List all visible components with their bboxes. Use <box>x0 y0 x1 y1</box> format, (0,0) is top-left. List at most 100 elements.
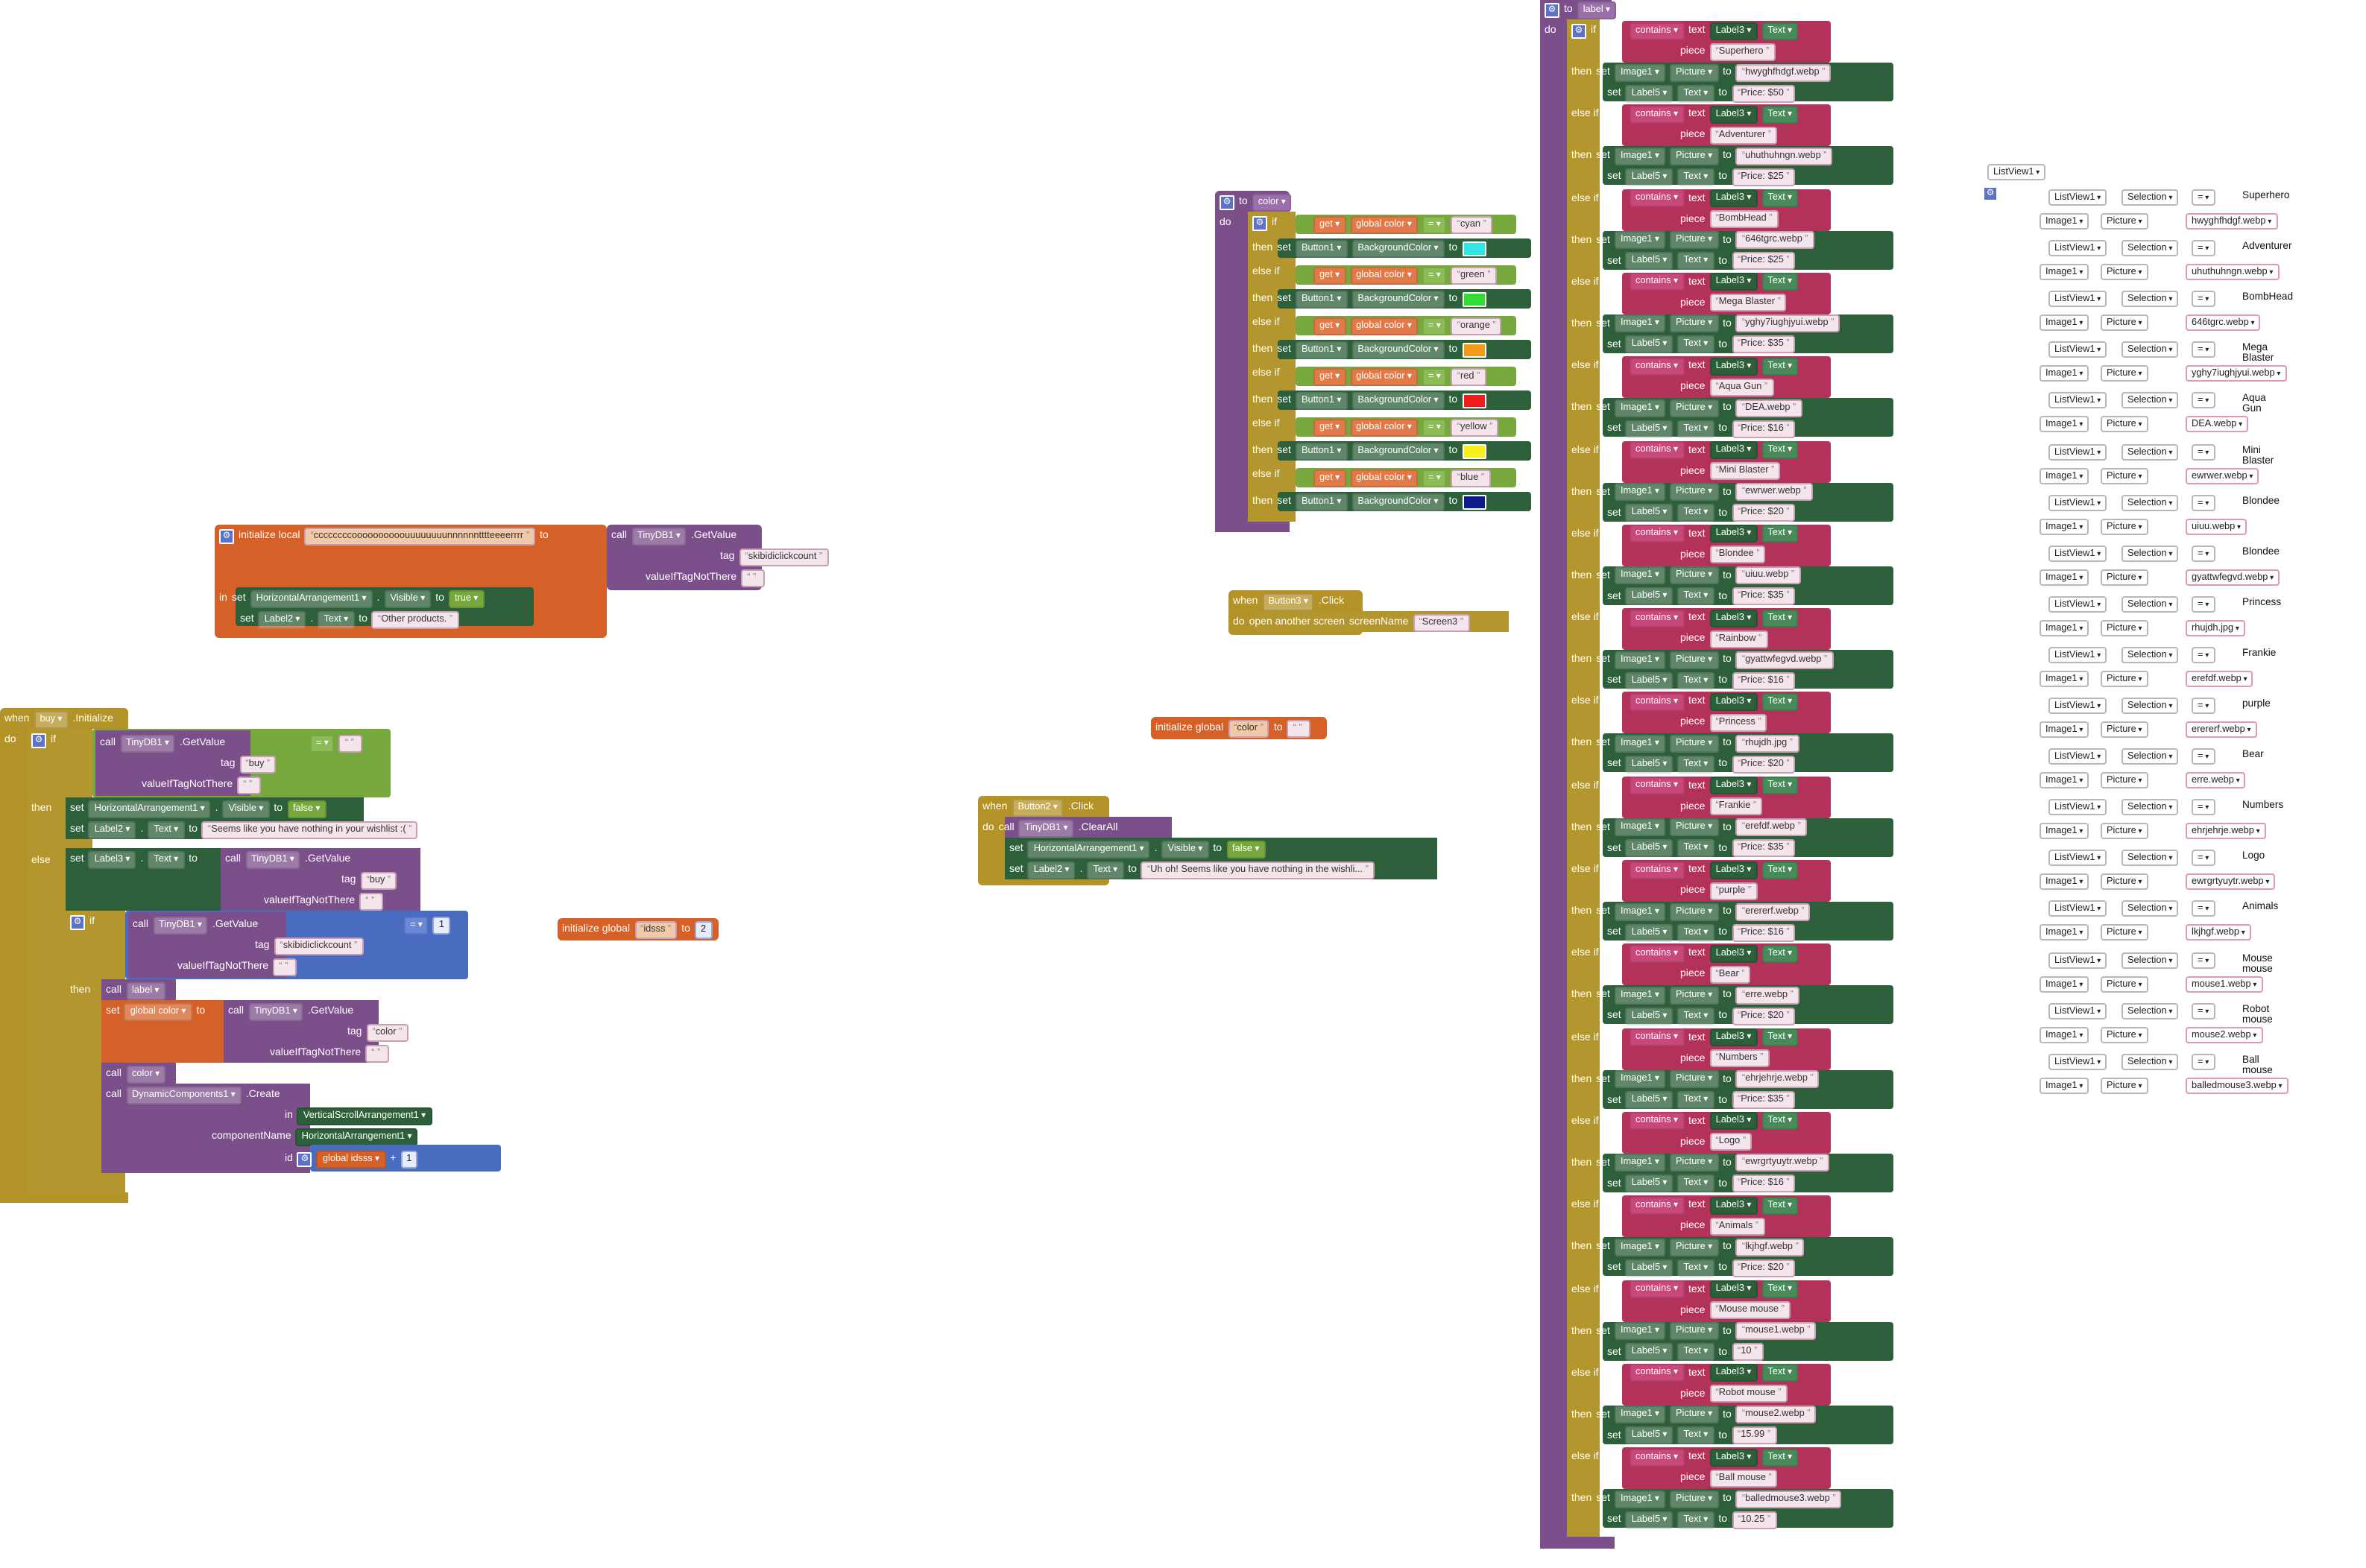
set-image-row[interactable]: thensetImage1Picturetoewrgrtyuytr.webp <box>1567 1154 1834 1173</box>
component-dropdown[interactable]: Image1 <box>1614 566 1665 585</box>
component-dropdown[interactable]: Image1 <box>1614 1322 1665 1340</box>
get-field[interactable]: get <box>1313 367 1346 385</box>
gear-icon[interactable]: ⚙ <box>1983 186 1998 201</box>
selection-dropdown[interactable]: Selection <box>2121 748 2179 765</box>
listview-dropdown[interactable]: ListView1 <box>2048 545 2107 562</box>
set-row[interactable]: thensetButton1BackgroundColorto <box>1248 289 1490 309</box>
product-name-string[interactable]: Frankie <box>1709 797 1763 816</box>
component-dropdown[interactable]: Image1 <box>1614 986 1665 1005</box>
set-price-row[interactable]: setLabel5TexttoPrice: $16 <box>1603 1175 1800 1194</box>
selection-dropdown[interactable]: Selection <box>2121 1002 2179 1019</box>
component-dropdown[interactable]: Label3 <box>1709 1364 1758 1382</box>
eq-dropdown[interactable]: = <box>1422 418 1447 436</box>
product-name-string[interactable]: Princess <box>1709 713 1767 732</box>
eq-dropdown[interactable]: = <box>2192 799 2215 816</box>
component-dropdown[interactable]: Label5 <box>1625 1007 1673 1025</box>
listview-dropdown[interactable]: ListView1 <box>2048 595 2107 613</box>
component-dropdown[interactable]: Image1 <box>1614 902 1665 920</box>
set-price-row[interactable]: setLabel5TexttoPrice: $20 <box>1603 1258 1800 1277</box>
property-dropdown[interactable]: Text <box>1761 1196 1799 1215</box>
image-file-string[interactable]: lkjhgf.webp <box>2186 924 2251 941</box>
selection-dropdown[interactable]: Selection <box>2121 189 2179 206</box>
component-dropdown[interactable]: Label5 <box>1625 84 1673 102</box>
compare-row[interactable]: getglobal color=red <box>1309 367 1490 386</box>
color-swatch[interactable] <box>1462 241 1486 256</box>
image-dropdown[interactable]: Image1 <box>2040 467 2089 484</box>
set-price-row[interactable]: setLabel5TexttoPrice: $35 <box>1603 587 1800 607</box>
property-dropdown[interactable]: Text <box>1761 525 1799 543</box>
set-price-row[interactable]: setLabel5TexttoPrice: $50 <box>1603 83 1800 103</box>
image-file-string[interactable]: mouse2.webp <box>2186 1026 2263 1043</box>
eq-dropdown[interactable]: = <box>1422 469 1447 487</box>
contains-row[interactable]: containstextLabel3Text <box>1625 273 1802 292</box>
property-dropdown[interactable]: Text <box>1761 357 1799 376</box>
component-dropdown[interactable]: Label3 <box>1709 105 1758 124</box>
set-price-row[interactable]: setLabel5TexttoPrice: $35 <box>1603 1090 1800 1110</box>
contains-row[interactable]: containstextLabel3Text <box>1625 440 1802 460</box>
picture-dropdown[interactable]: Picture <box>2101 569 2148 586</box>
picture-dropdown[interactable]: Picture <box>2101 670 2148 687</box>
component-dropdown[interactable]: Label3 <box>1709 1280 1758 1298</box>
gear-icon[interactable]: ⚙ <box>1252 215 1267 230</box>
piece-row[interactable]: pieceRainbow <box>1676 629 1772 648</box>
color-swatch[interactable] <box>1462 393 1486 408</box>
product-name-string[interactable]: Ball mouse <box>1709 1469 1778 1488</box>
price-string[interactable]: 15.99 <box>1732 1426 1777 1445</box>
property-dropdown[interactable]: BackgroundColor <box>1351 239 1445 257</box>
contains-row[interactable]: containstextLabel3Text <box>1625 105 1802 124</box>
listview-dropdown[interactable]: ListView1 <box>2048 748 2107 765</box>
image-file-string[interactable]: hwyghfhdgf.webp <box>1735 63 1832 81</box>
selection-dropdown[interactable]: Selection <box>2121 341 2179 358</box>
property-dropdown[interactable]: Picture <box>1669 483 1719 501</box>
picture-dropdown[interactable]: Picture <box>2101 619 2148 636</box>
piece-row[interactable]: pieceFrankie <box>1676 797 1767 816</box>
set-image-row[interactable]: thensetImage1Picturetogyattwfegvd.webp <box>1567 650 1837 669</box>
image-file-string[interactable]: DEA.webp <box>2186 416 2249 433</box>
get-field[interactable]: get <box>1313 215 1346 233</box>
image-file-string[interactable]: uhuthuhngn.webp <box>1735 147 1833 165</box>
image-file-string[interactable]: erre.webp <box>1735 986 1799 1005</box>
listview-dropdown[interactable]: ListView1 <box>1987 164 2046 180</box>
eq-dropdown[interactable]: = <box>2192 189 2215 206</box>
contains-dropdown[interactable]: contains <box>1630 1364 1684 1382</box>
property-dropdown[interactable]: Text <box>1761 22 1799 39</box>
price-string[interactable]: Price: $20 <box>1732 504 1796 522</box>
contains-row[interactable]: containstextLabel3Text <box>1625 608 1802 627</box>
product-name-string[interactable]: Bear <box>1709 965 1751 984</box>
eq-dropdown[interactable]: = <box>1422 215 1447 233</box>
listview-dropdown[interactable]: ListView1 <box>2048 291 2107 308</box>
property-dropdown[interactable]: Picture <box>1669 231 1719 250</box>
property-dropdown[interactable]: Picture <box>1669 63 1719 81</box>
set-row[interactable]: thensetButton1BackgroundColorto <box>1248 492 1490 511</box>
component-dropdown[interactable]: Button1 <box>1295 239 1348 257</box>
image-file-string[interactable]: ehrjehrje.webp <box>2186 823 2266 840</box>
component-dropdown[interactable]: Label3 <box>1709 273 1758 291</box>
color-string[interactable]: green <box>1451 266 1497 284</box>
contains-row[interactable]: containstextLabel3Text <box>1625 776 1802 795</box>
price-string[interactable]: Price: $35 <box>1732 1091 1796 1110</box>
listview-dropdown[interactable]: ListView1 <box>2048 850 2107 867</box>
eq-dropdown[interactable]: = <box>1422 367 1447 385</box>
image-dropdown[interactable]: Image1 <box>2040 569 2089 586</box>
product-name-string[interactable]: Numbers <box>1709 1049 1770 1068</box>
set-price-row[interactable]: setLabel5TexttoPrice: $16 <box>1603 923 1800 942</box>
property-dropdown[interactable]: Picture <box>1669 818 1719 837</box>
property-dropdown[interactable]: Picture <box>1669 986 1719 1005</box>
selection-dropdown[interactable]: Selection <box>2121 850 2179 867</box>
property-dropdown[interactable]: Text <box>1761 105 1799 124</box>
image-file-string[interactable]: balledmouse3.webp <box>2186 1077 2288 1094</box>
image-file-string[interactable]: DEA.webp <box>1735 399 1802 417</box>
var-dropdown[interactable]: global color <box>1350 215 1418 233</box>
image-dropdown[interactable]: Image1 <box>2040 619 2089 636</box>
component-dropdown[interactable]: Label5 <box>1625 420 1673 438</box>
eq-dropdown[interactable]: = <box>2192 545 2215 562</box>
component-dropdown[interactable]: Label5 <box>1625 168 1673 186</box>
property-dropdown[interactable]: BackgroundColor <box>1351 290 1445 308</box>
contains-dropdown[interactable]: contains <box>1630 1448 1684 1467</box>
image-dropdown[interactable]: Image1 <box>2040 1077 2089 1094</box>
set-price-row[interactable]: setLabel5TexttoPrice: $20 <box>1603 755 1800 774</box>
contains-dropdown[interactable]: contains <box>1630 777 1684 795</box>
image-dropdown[interactable]: Image1 <box>2040 314 2089 332</box>
image-dropdown[interactable]: Image1 <box>2040 823 2089 840</box>
var-dropdown[interactable]: global color <box>1350 266 1418 284</box>
